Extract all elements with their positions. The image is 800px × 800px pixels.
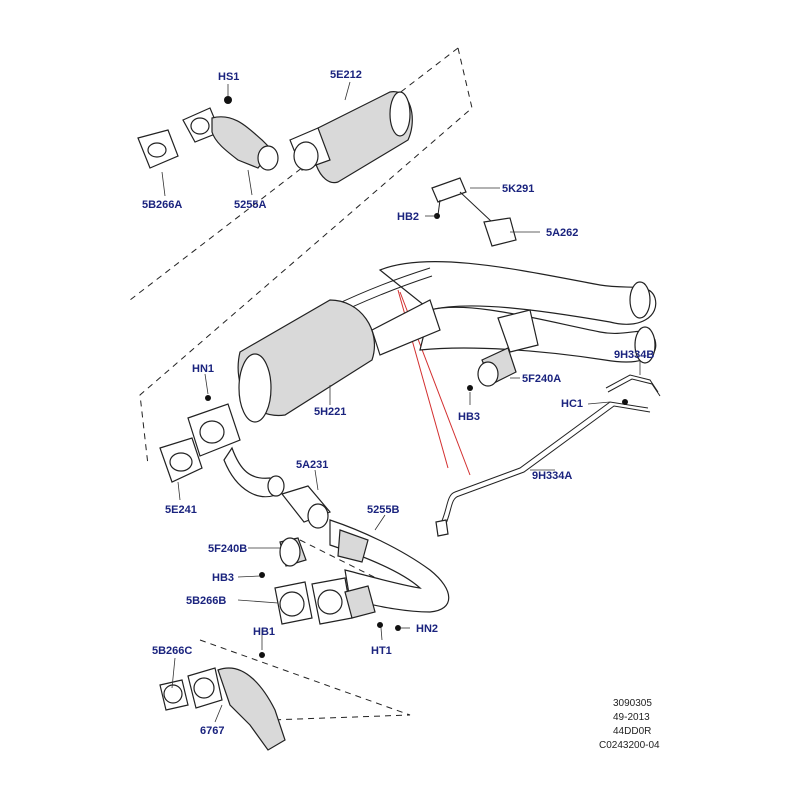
- label-5e241: 5E241: [165, 504, 197, 516]
- label-5255a: 5255A: [234, 199, 266, 211]
- pipe-5255a: [182, 107, 279, 171]
- part-labels: HS1 5E212 5B266A 5255A 5K291 HB2 5A262 H…: [142, 69, 654, 737]
- label-5k291: 5K291: [502, 183, 534, 195]
- label-ht1: HT1: [371, 645, 392, 657]
- mount-5f240b: [279, 537, 307, 567]
- gasket-5b266a: [137, 129, 179, 169]
- mount-5f240a: [477, 309, 539, 387]
- label-5b266a: 5B266A: [142, 199, 182, 211]
- label-hn1: HN1: [192, 363, 214, 375]
- label-hb3-bottom: HB3: [212, 572, 234, 584]
- label-5255b: 5255B: [367, 504, 399, 516]
- label-hb3-top: HB3: [458, 411, 480, 423]
- gasket-5b266b: [274, 577, 376, 625]
- reference-line-3: 44DD0R: [613, 726, 651, 737]
- label-hc1: HC1: [561, 398, 583, 410]
- label-5b266c: 5B266C: [152, 645, 192, 657]
- reference-block: 3090305 49-2013 44DD0R C0243200-04: [599, 698, 660, 751]
- label-5e212: 5E212: [330, 69, 362, 81]
- label-5a262: 5A262: [546, 227, 578, 239]
- label-5h221: 5H221: [314, 406, 346, 418]
- pipe-bend: [223, 446, 285, 498]
- label-9h334a: 9H334A: [532, 470, 572, 482]
- label-5f240b: 5F240B: [208, 543, 247, 555]
- reference-line-4: C0243200-04: [599, 740, 660, 751]
- bracket-6767: [159, 667, 286, 751]
- gasket-5e241: [159, 403, 241, 483]
- label-hn2: HN2: [416, 623, 438, 635]
- sleeve-5a231: [280, 485, 332, 529]
- label-hb1: HB1: [253, 626, 275, 638]
- label-hs1: HS1: [218, 71, 239, 83]
- leader-lines: [161, 81, 641, 723]
- reference-line-2: 49-2013: [613, 712, 650, 723]
- label-hb2: HB2: [397, 211, 419, 223]
- sensor-5k291: [431, 177, 517, 247]
- label-9h334b: 9H334B: [614, 349, 654, 361]
- pipe-9h334: [435, 374, 661, 537]
- reference-line-1: 3090305: [613, 698, 652, 709]
- hardware-bolts: [205, 96, 628, 658]
- muffler-5h221: [237, 299, 441, 423]
- label-5a231: 5A231: [296, 459, 328, 471]
- label-6767: 6767: [200, 725, 224, 737]
- converter-5e212: [289, 91, 413, 184]
- label-5f240a: 5F240A: [522, 373, 561, 385]
- label-5b266b: 5B266B: [186, 595, 226, 607]
